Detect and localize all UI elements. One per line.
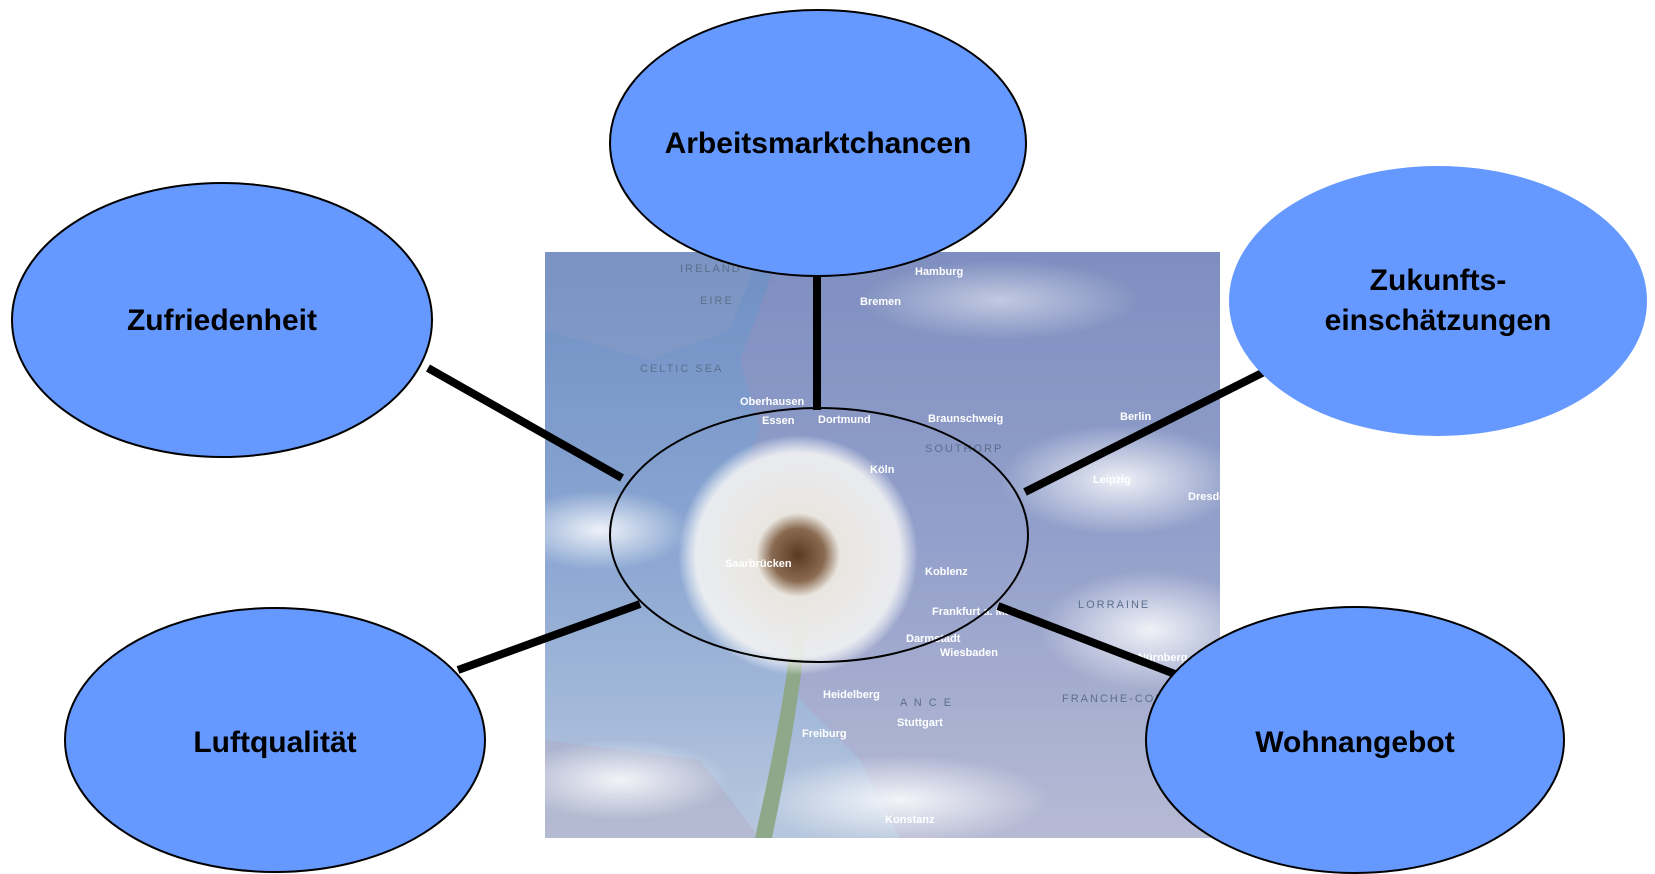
map-faint-label: FRANCHE-COMTE <box>1062 693 1185 705</box>
cloud <box>1000 425 1220 535</box>
connector-zufriedenheit <box>426 364 624 482</box>
map-label: Köln <box>870 464 895 476</box>
map-faint-label: EIRE <box>700 295 734 307</box>
map-label: Darmstadt <box>906 633 961 645</box>
node-ellipse <box>11 182 433 458</box>
node-ellipse <box>609 9 1027 277</box>
node-zukunftseinschaetzungen: Zukunfts- einschätzungen <box>1229 166 1647 436</box>
map-label: Leipzig <box>1093 474 1131 486</box>
node-ellipse <box>1229 166 1647 436</box>
dandelion-seedhead <box>678 435 918 675</box>
node-arbeitsmarktchancen: Arbeitsmarktchancen <box>609 9 1027 277</box>
map-label: Heidelberg <box>823 689 880 701</box>
node-wohnangebot: Wohnangebot <box>1145 606 1565 874</box>
cloud <box>1040 570 1220 690</box>
cloud <box>860 260 1140 340</box>
node-luftqualitaet: Luftqualität <box>64 607 486 873</box>
node-ellipse <box>64 607 486 873</box>
map-landmass-west <box>545 252 760 360</box>
map-label: Bremen <box>860 296 901 308</box>
map-label: Koblenz <box>925 566 968 578</box>
map-label: Hamburg <box>915 266 963 278</box>
center-ring <box>609 407 1029 663</box>
map-label: Oberhausen <box>740 396 804 408</box>
map-label: Essen <box>762 415 795 427</box>
map-label: Konstanz <box>885 814 935 826</box>
map-label: Berlin <box>1120 411 1151 423</box>
node-label-line1: Zukunfts- <box>1370 264 1507 297</box>
map-label: Wiesbaden <box>940 647 998 659</box>
node-ellipse <box>1145 606 1565 874</box>
map-faint-label: CELTIC SEA <box>640 363 723 375</box>
cloud <box>545 490 690 570</box>
connector-zukunft <box>1023 364 1274 496</box>
connector-wohnangebot <box>996 602 1182 680</box>
map-faint-label: SOUTHORP <box>925 443 1003 455</box>
map-faint-label: A N C E <box>900 697 953 709</box>
node-zufriedenheit: Zufriedenheit <box>11 182 433 458</box>
node-label-line2: einschätzungen <box>1325 304 1552 337</box>
node-label: Arbeitsmarktchancen <box>665 127 972 160</box>
map-label: Saarbrücken <box>725 558 792 570</box>
map-label: Stuttgart <box>897 717 943 729</box>
connectors <box>426 276 1274 680</box>
map-label: Freiburg <box>802 728 847 740</box>
map-faint-labels: IRELAND EIRE CELTIC SEA SOUTHORP LORRAINE FRA… <box>640 263 1185 709</box>
map-faint-label: LORRAINE <box>1078 599 1150 611</box>
cloud <box>750 755 1050 838</box>
map-label: Dortmund <box>818 414 871 426</box>
node-label: Luftqualität <box>193 726 356 759</box>
map-landmass <box>720 252 1220 838</box>
map-faint-label: IRELAND <box>680 263 742 275</box>
node-label: Wohnangebot <box>1255 726 1454 759</box>
map-label: Dresden <box>1188 491 1232 503</box>
cloud <box>545 740 730 820</box>
connector-luftqualitaet <box>456 600 642 674</box>
node-label: Zufriedenheit <box>127 304 317 337</box>
map-label: Braunschweig <box>928 413 1003 425</box>
